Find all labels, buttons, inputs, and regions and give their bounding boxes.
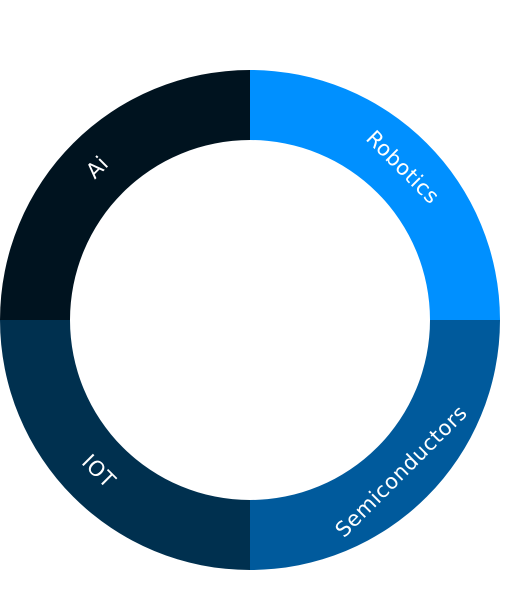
segment-ai[interactable]: Ai [0,70,250,320]
segment-robotics[interactable]: Robotics [250,70,500,320]
segment-robotics-shape [250,70,500,320]
segment-iot[interactable]: IOT [0,320,250,570]
segment-semiconductors[interactable]: Semiconductors [250,320,500,570]
segment-iot-shape [0,320,250,570]
segment-ai-shape [0,70,250,320]
segment-semiconductors-shape [250,320,500,570]
